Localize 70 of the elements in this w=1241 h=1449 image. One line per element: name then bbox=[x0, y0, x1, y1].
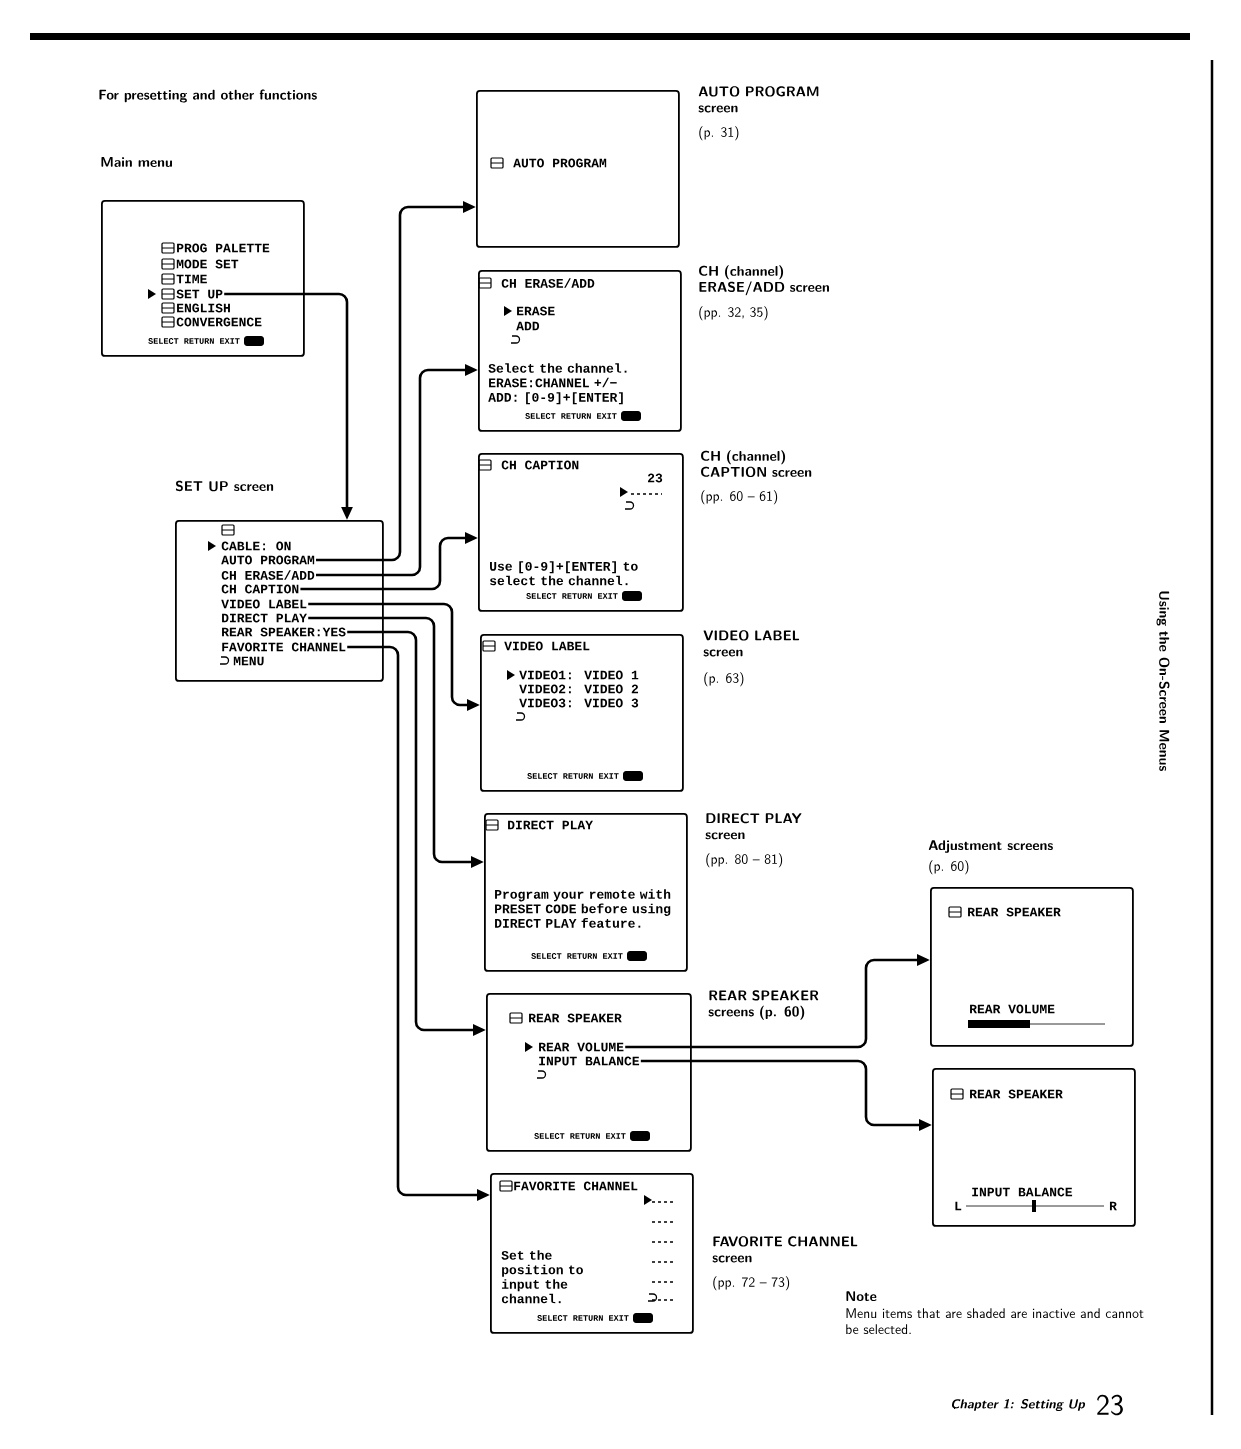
screen-title: DIRECT PLAY bbox=[508, 820, 593, 830]
menu-item: VIDEO2: VIDEO 2 bbox=[519, 684, 639, 694]
menu-item: DIRECT PLAY bbox=[222, 613, 307, 623]
page-number: 23 bbox=[1097, 1394, 1123, 1416]
screen-message: Set the position to input the channel. bbox=[501, 1250, 583, 1304]
screen-caption: SET UP screen bbox=[175, 480, 274, 492]
menu-item: VIDEO1: VIDEO 1 bbox=[519, 670, 639, 680]
screen-caption: REAR SPEAKER screens (p. 60) bbox=[708, 990, 819, 1020]
screen-title: AUTO PROGRAM bbox=[513, 158, 607, 168]
section-tab-label: Using the On-Screen Menus bbox=[1156, 591, 1170, 771]
menu-item: REAR VOLUME bbox=[539, 1042, 624, 1052]
menu-item: CH CAPTION bbox=[221, 584, 299, 594]
screen-caption: VIDEO LABEL screen bbox=[703, 630, 800, 657]
screen-caption: AUTO PROGRAM screen bbox=[698, 86, 819, 113]
screen-caption: FAVORITE CHANNEL screen bbox=[712, 1236, 858, 1263]
screen-caption: (pp. 32, 35) bbox=[699, 306, 768, 321]
screen-title: REAR SPEAKER bbox=[529, 1013, 622, 1023]
screen-caption: CH (channel) ERASE/ADD screen bbox=[699, 265, 829, 296]
screen-footer: SELECT RETURN EXIT bbox=[526, 593, 618, 599]
screen-footer: SELECT RETURN EXIT bbox=[525, 413, 617, 419]
screen-title: CH ERASE/ADD bbox=[501, 278, 595, 288]
menu-item: CH ERASE/ADD bbox=[221, 570, 315, 580]
screen-message: Select the channel. ERASE:CHANNEL +/− ADD: [0-9]+[ENTER] bbox=[488, 363, 627, 405]
menu-item: R bbox=[1109, 1201, 1117, 1211]
screen-caption: (pp. 72 – 73) bbox=[713, 1276, 790, 1291]
screen-message: Program your remote with PRESET CODE before using DIRECT PLAY feature. bbox=[495, 889, 671, 928]
menu-item: 23 bbox=[648, 473, 663, 483]
note-text: Note bbox=[846, 1291, 877, 1302]
screen-title: REAR SPEAKER bbox=[970, 1089, 1063, 1099]
screen-title: FAVORITE CHANNEL bbox=[514, 1181, 638, 1191]
menu-item: MODE SET bbox=[176, 259, 239, 269]
menu-item: INPUT BALANCE bbox=[972, 1187, 1073, 1197]
menu-item: SET UP bbox=[176, 289, 223, 299]
menu-item: CONVERGENCE bbox=[176, 317, 262, 327]
note-text: Adjustment screens bbox=[928, 840, 1053, 853]
menu-item: ERASE bbox=[517, 306, 555, 316]
screen-footer: SELECT RETURN EXIT bbox=[148, 338, 240, 344]
page-title: For presetting and other functions bbox=[99, 89, 317, 103]
screen-caption: DIRECT PLAY screen bbox=[705, 813, 802, 840]
menu-item: TIME bbox=[176, 274, 207, 284]
screen-caption: (p. 63) bbox=[704, 672, 744, 687]
menu-item: VIDEO LABEL bbox=[221, 599, 307, 609]
screen-message: Use [0-9]+[ENTER] to select the channel. bbox=[489, 561, 638, 586]
note-text: (p. 60) bbox=[929, 860, 969, 875]
screen-footer: SELECT RETURN EXIT bbox=[534, 1133, 626, 1139]
menu-item: FAVORITE CHANNEL bbox=[222, 642, 346, 652]
menu-item: INPUT BALANCE bbox=[539, 1056, 640, 1066]
menu-item: CABLE: ON bbox=[221, 541, 291, 551]
screen-title: CH CAPTION bbox=[501, 460, 579, 470]
screen-footer: SELECT RETURN EXIT bbox=[537, 1315, 629, 1321]
menu-item: VIDEO3: VIDEO 3 bbox=[519, 698, 639, 708]
screen-footer: SELECT RETURN EXIT bbox=[531, 953, 623, 959]
screen-title: REAR SPEAKER bbox=[968, 907, 1061, 917]
screen-caption: Main menu bbox=[101, 157, 172, 167]
menu-item: AUTO PROGRAM bbox=[221, 555, 315, 565]
chapter-footer: Chapter 1: Setting Up bbox=[952, 1399, 1086, 1411]
screen-caption: CH (channel) CAPTION screen bbox=[701, 450, 812, 477]
screen-caption: (pp. 80 – 81) bbox=[706, 853, 783, 868]
menu-item: ADD bbox=[516, 321, 540, 331]
menu-item: ENGLISH bbox=[177, 303, 230, 313]
menu-item: PROG PALETTE bbox=[177, 243, 270, 253]
screen-caption: (p. 31) bbox=[699, 126, 739, 141]
note-text: Menu items that are shaded are inactive and cannot be selected. bbox=[846, 1308, 1144, 1335]
menu-item: L bbox=[955, 1201, 962, 1211]
menu-item: MENU bbox=[233, 656, 264, 666]
screen-caption: (pp. 60 – 61) bbox=[701, 490, 778, 505]
screen-title: VIDEO LABEL bbox=[504, 641, 590, 651]
menu-item: REAR SPEAKER:YES bbox=[222, 627, 346, 637]
screen-footer: SELECT RETURN EXIT bbox=[527, 773, 619, 779]
menu-item: REAR VOLUME bbox=[970, 1004, 1055, 1014]
